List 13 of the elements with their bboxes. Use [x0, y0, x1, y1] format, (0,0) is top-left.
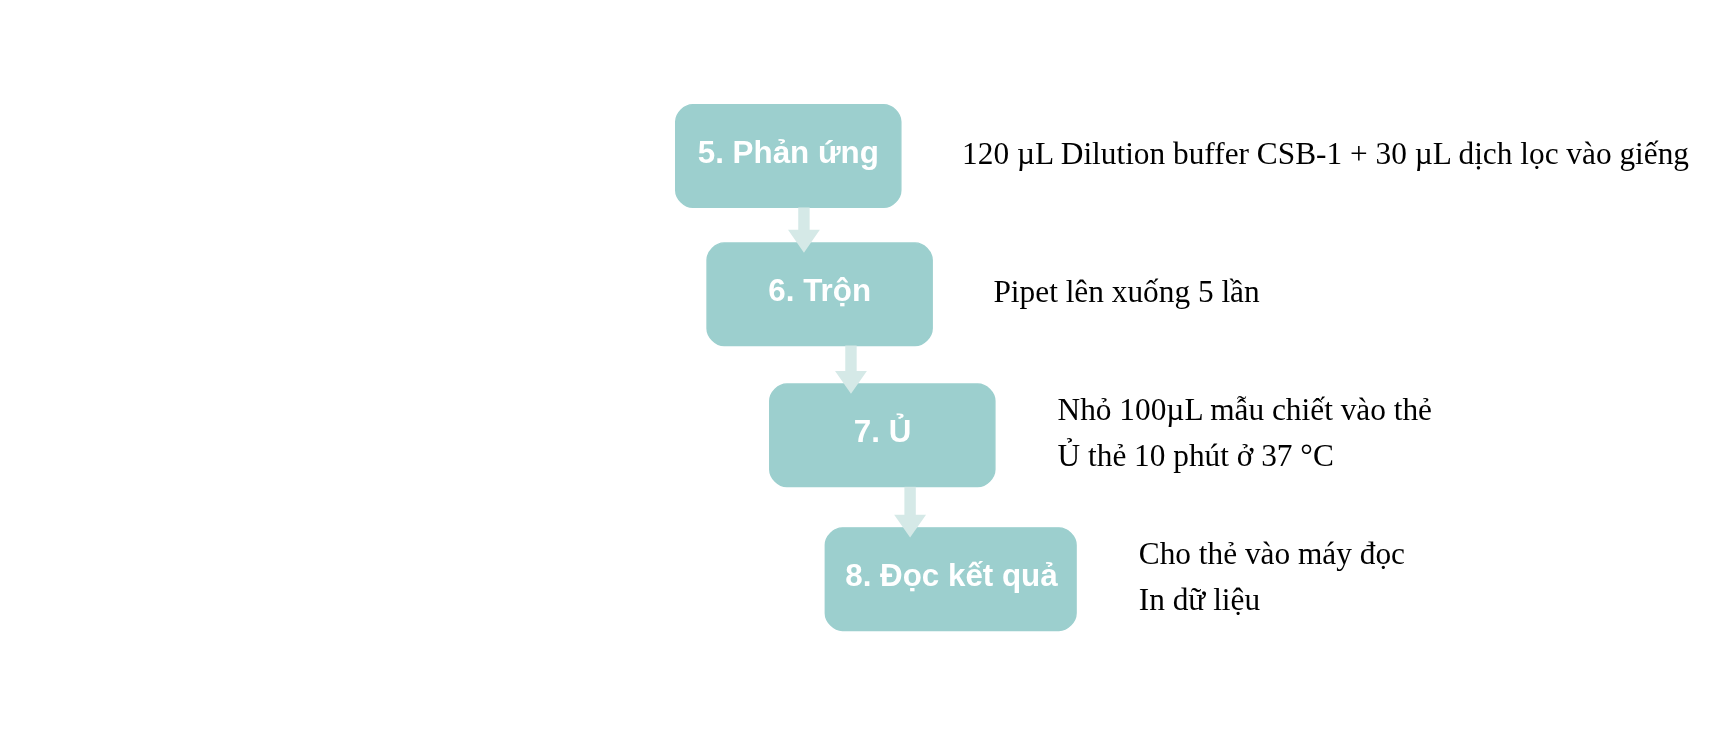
node-box: 6. Trộn — [706, 241, 933, 346]
node-box: 7. Ủ — [769, 382, 996, 487]
arrow — [835, 345, 867, 394]
node-label: Ủ thẻ 10 phút ở 37 °C — [1057, 437, 1334, 473]
arrow — [894, 486, 927, 537]
node-label: 120 µL Dilution buffer CSB-1 + 30 µL dịch lọc vào giếng — [962, 135, 1690, 171]
node-label: Nhỏ 100µL mẫu chiết vào thẻ — [1057, 391, 1433, 427]
node-label: In dữ liệu — [1138, 581, 1261, 617]
node-box: 8. Đọc kết quả — [824, 526, 1077, 631]
node-box: 5. Phản ứng — [675, 103, 902, 208]
node-label: Cho thẻ vào máy đọc — [1138, 535, 1406, 571]
arrow — [788, 206, 820, 253]
node-label: Pipet lên xuống 5 lần — [993, 273, 1260, 309]
